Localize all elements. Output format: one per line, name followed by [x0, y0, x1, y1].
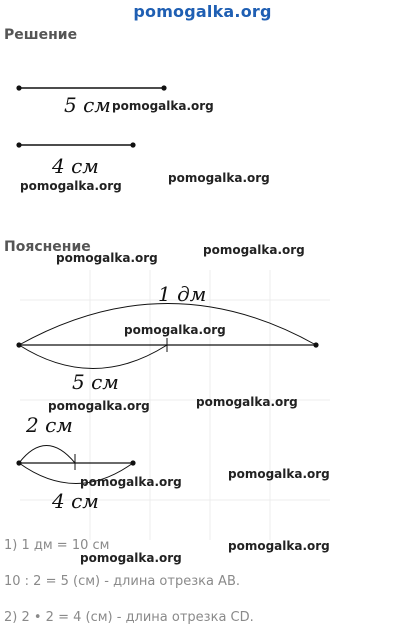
watermark: pomogalka.org	[228, 467, 330, 481]
watermark: pomogalka.org	[80, 475, 182, 489]
segment-4cm-start-point	[16, 460, 22, 466]
watermark: pomogalka.org	[56, 251, 158, 265]
site-header-logo[interactable]: pomogalka.org	[133, 2, 272, 21]
watermark: pomogalka.org	[20, 179, 122, 193]
watermark: pomogalka.org	[124, 323, 226, 337]
segment-ab-start-point	[16, 85, 22, 91]
segment-1dm-start-point	[16, 342, 22, 348]
watermark: pomogalka.org	[80, 551, 182, 565]
arc-5cm-label: 5 см	[72, 370, 119, 394]
arc-4cm	[18, 462, 134, 484]
segment-ab-end-point	[161, 85, 167, 91]
watermark: pomogalka.org	[196, 395, 298, 409]
explanation-step-2: 10 : 2 = 5 (см) - длина отрезка AB.	[4, 574, 240, 589]
arc-5cm	[18, 344, 168, 369]
segment-1dm-end-point	[313, 342, 319, 348]
segment-cd-end-point	[130, 142, 136, 148]
solution-heading: Решение	[4, 27, 78, 43]
arc-2cm-label: 2 см	[26, 413, 73, 437]
explanation-step-1: 1) 1 дм = 10 см	[4, 538, 110, 553]
segment-cd-label: 4 см	[52, 154, 99, 178]
explanation-heading: Пояснение	[4, 239, 91, 255]
segment-4cm-end-point	[130, 460, 136, 466]
segment-ab-label: 5 см	[64, 93, 111, 117]
watermark: pomogalka.org	[203, 243, 305, 257]
arc-1dm-label: 1 дм	[158, 282, 207, 306]
segment-cd-start-point	[16, 142, 22, 148]
watermark: pomogalka.org	[228, 539, 330, 553]
explanation-step-3: 2) 2 • 2 = 4 (см) - длина отрезка CD.	[4, 610, 254, 625]
watermark: pomogalka.org	[168, 171, 270, 185]
watermark: pomogalka.org	[112, 99, 214, 113]
watermark: pomogalka.org	[48, 399, 150, 413]
arc-1dm	[18, 303, 317, 346]
arc-4cm-label: 4 см	[52, 489, 99, 513]
arc-2cm	[18, 445, 76, 464]
